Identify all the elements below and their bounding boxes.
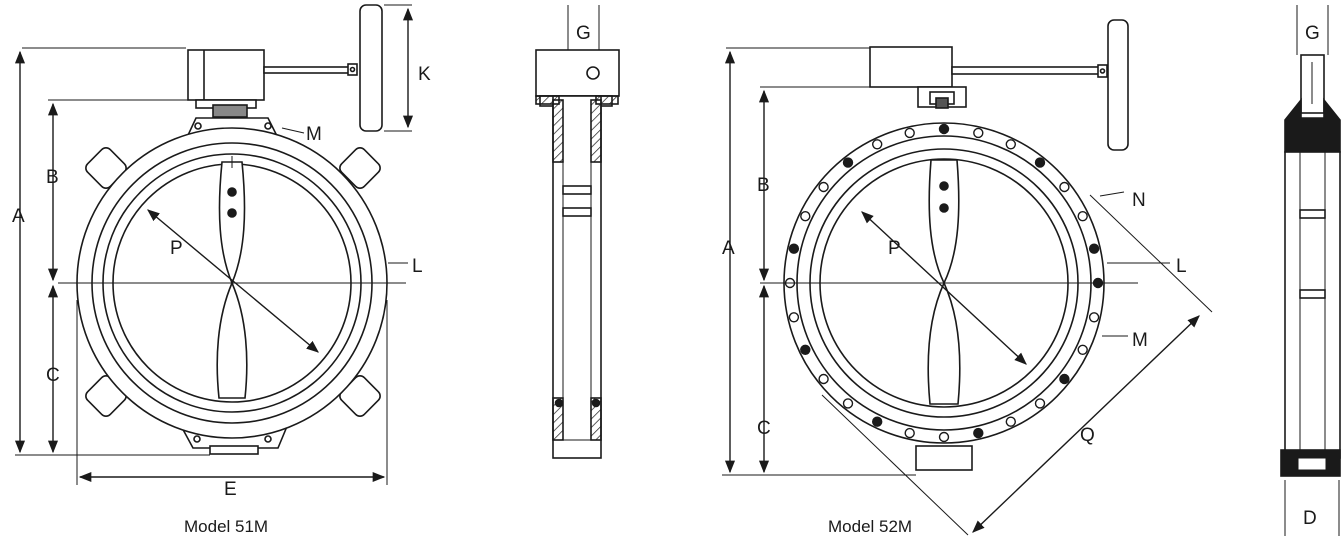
model-52m-labels: A B C L M N P Q Model 52M (722, 175, 1187, 536)
bolt-hole (1005, 416, 1016, 427)
label-k-51m: K (418, 64, 431, 85)
label-g-side-51m: G (576, 23, 591, 44)
label-d-side-52m: D (1303, 508, 1317, 529)
bolt-hole (800, 210, 811, 222)
bolt-hole (1034, 157, 1046, 168)
gear-operator-52m (869, 19, 1129, 151)
bolt-hole (1059, 373, 1070, 385)
label-b-51m: B (46, 167, 59, 188)
label-m-51m: M (306, 124, 322, 145)
label-a-51m: A (12, 206, 25, 227)
bolt-hole (1077, 210, 1088, 222)
caption-model-51m: Model 51M (184, 517, 268, 536)
bolt-hole (938, 123, 950, 135)
model-51m-labels: A B C E K L M P Model 51M (12, 64, 431, 536)
gear-operator-51m (187, 4, 383, 132)
label-n-52m: N (1132, 190, 1146, 211)
bolt-hole (800, 344, 811, 355)
label-c-51m: C (46, 365, 60, 386)
bolt-hole (872, 416, 883, 427)
bolt-hole (788, 312, 800, 323)
bolt-hole (842, 398, 854, 409)
model-52m-front-view (722, 19, 1213, 536)
bolt-hole (1059, 181, 1070, 193)
model-52m-side-view (1280, 5, 1341, 536)
label-l-51m: L (412, 256, 423, 277)
label-g-side-52m: G (1305, 23, 1320, 44)
label-e-51m: E (224, 479, 237, 500)
label-m-52m: M (1132, 330, 1148, 351)
bolt-hole (1088, 312, 1100, 323)
bolt-hole (904, 127, 915, 139)
label-p-52m: P (888, 238, 901, 259)
bolt-hole (904, 427, 915, 439)
bolt-hole (818, 373, 829, 385)
label-b-52m: B (757, 175, 770, 196)
bolt-hole (872, 139, 883, 150)
bolt-hole (1005, 139, 1016, 150)
label-l-52m: L (1176, 256, 1187, 277)
bolt-hole (788, 243, 800, 254)
bolt-hole (818, 181, 829, 193)
label-a-52m: A (722, 238, 735, 259)
model-51m-front-view (14, 4, 414, 485)
label-p-51m: P (170, 238, 183, 259)
bolt-hole (938, 431, 950, 443)
bolt-hole (973, 427, 984, 439)
bolt-hole (1088, 243, 1100, 254)
bolt-hole (1077, 344, 1088, 355)
caption-model-52m: Model 52M (828, 517, 912, 536)
bolt-hole (1034, 398, 1046, 409)
bolt-hole (973, 127, 984, 139)
q-dimension-arrow-52m (972, 315, 1200, 533)
label-c-52m: C (757, 418, 771, 439)
model-51m-side-view (535, 5, 620, 459)
bolt-hole (842, 157, 854, 168)
p-dimension-arrow-51m (147, 209, 319, 353)
label-q-52m: Q (1080, 425, 1095, 446)
